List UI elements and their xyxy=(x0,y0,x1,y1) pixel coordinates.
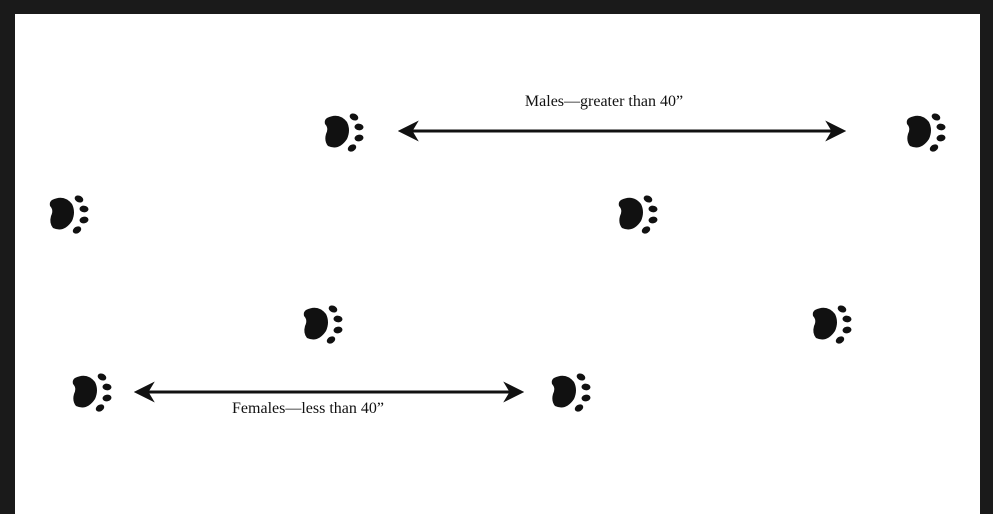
males-stride-label: Males—greater than 40” xyxy=(524,93,684,110)
paw-print-icon xyxy=(902,108,950,156)
females-stride-label: Females—less than 40” xyxy=(232,400,384,417)
paw-print-icon xyxy=(547,368,595,416)
paw-print-icon xyxy=(45,190,93,238)
frame-border-right xyxy=(980,0,993,514)
frame-border-left xyxy=(0,0,15,514)
paw-print-icon xyxy=(68,368,116,416)
paw-print-icon xyxy=(320,108,368,156)
frame-border-top xyxy=(0,0,993,14)
paw-print-icon xyxy=(808,300,856,348)
paw-print-icon xyxy=(614,190,662,238)
paw-print-icon xyxy=(299,300,347,348)
